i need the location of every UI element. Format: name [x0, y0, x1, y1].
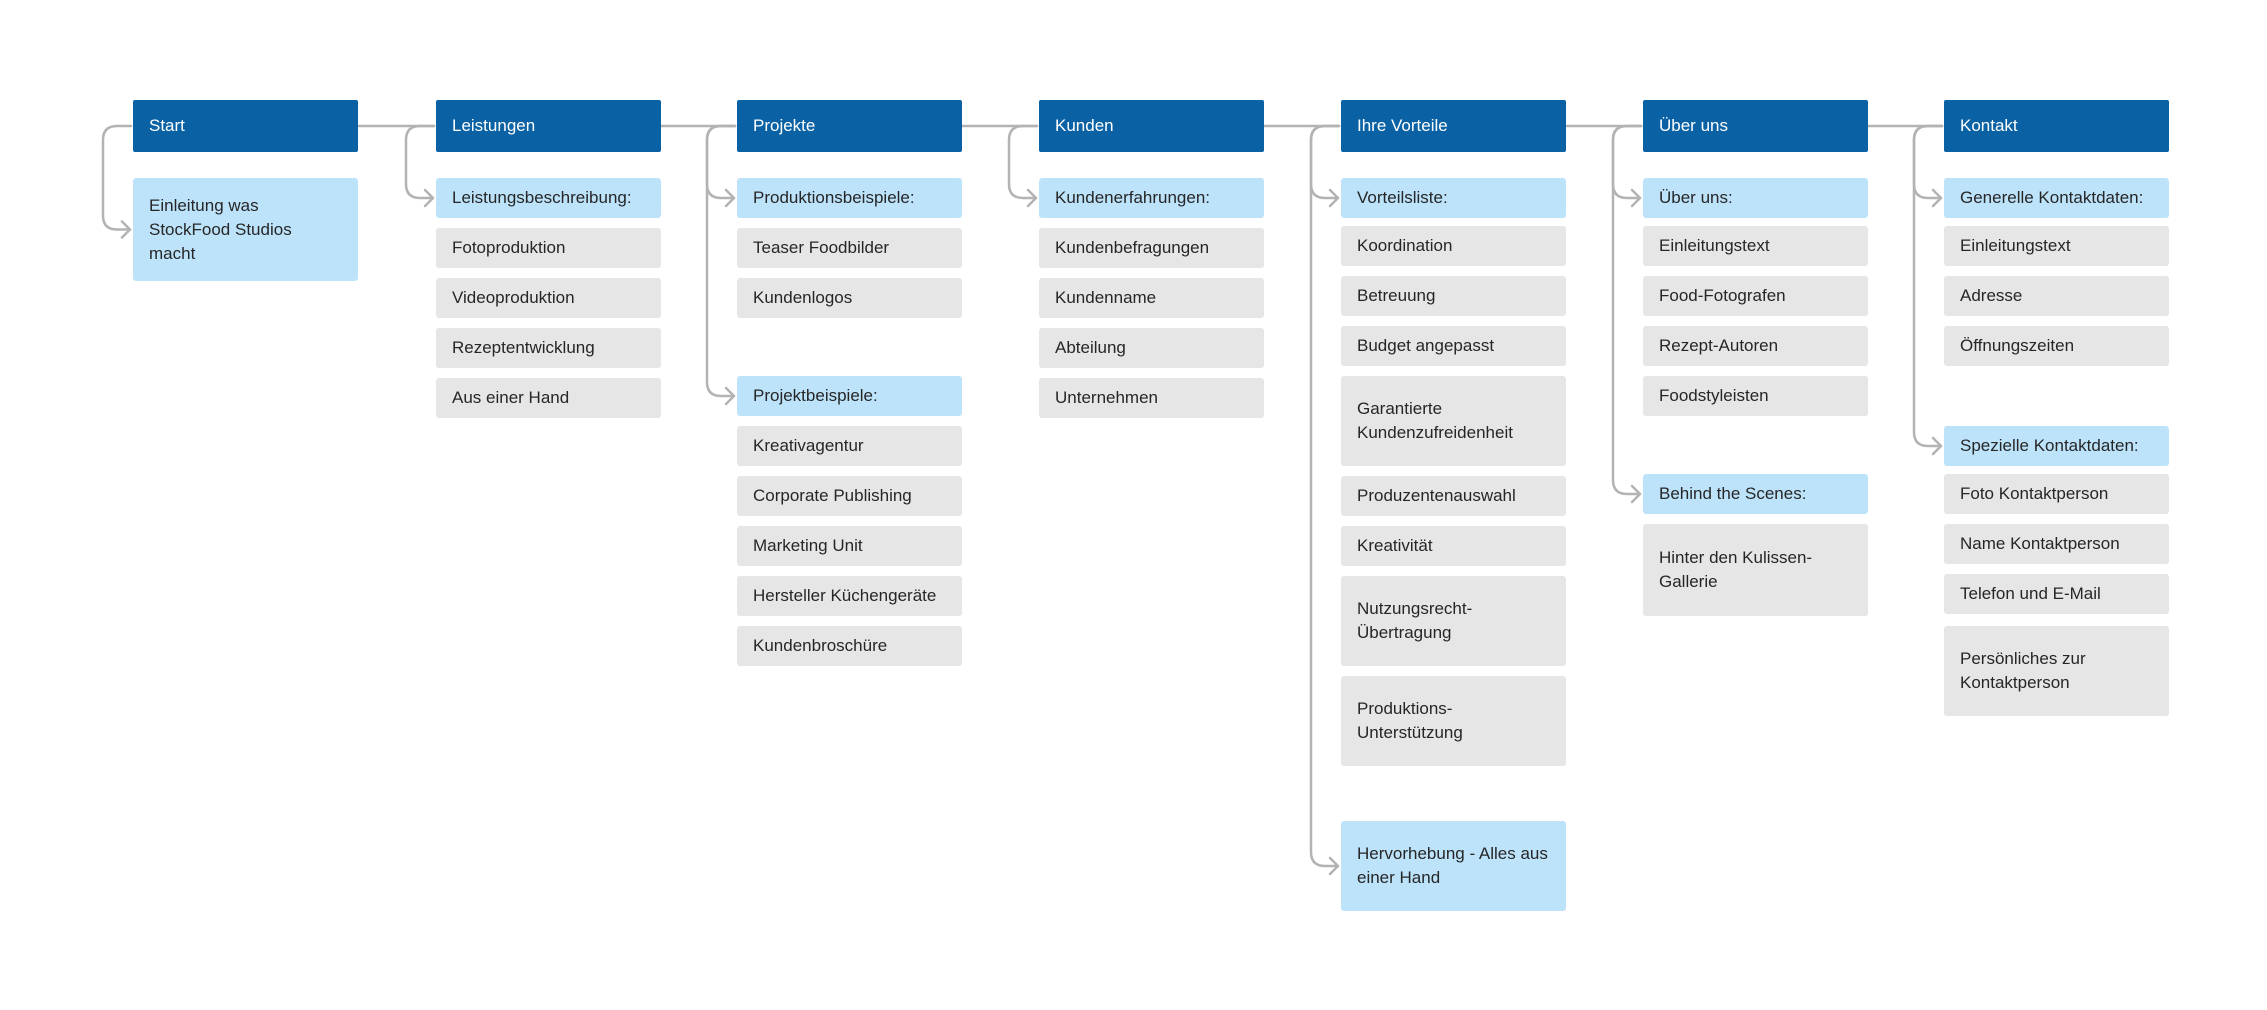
section-spezielle-kontaktdaten: Spezielle Kontaktdaten: — [1944, 426, 2169, 466]
branch-connector — [1912, 124, 1944, 200]
branch-connector — [1007, 124, 1039, 200]
item-einleitungstext: Einleitungstext — [1643, 226, 1868, 266]
item-videoproduktion: Videoproduktion — [436, 278, 661, 318]
item-einleitungstext: Einleitungstext — [1944, 226, 2169, 266]
arrowhead-icon — [120, 220, 132, 239]
item-betreuung: Betreuung — [1341, 276, 1566, 316]
item-foto-kontaktperson: Foto Kontaktperson — [1944, 474, 2169, 514]
section-einleitung-was-stockfood-studios-macht: Einleitung was StockFood Studios macht — [133, 178, 358, 281]
branch-connector — [705, 124, 737, 200]
item-garantierte-kundenzufreidenheit: Garantierte Kundenzufreidenheit — [1341, 376, 1566, 466]
branch-connector — [1611, 124, 1643, 496]
section-leistungsbeschreibung: Leistungsbeschreibung: — [436, 178, 661, 218]
item-teaser-foodbilder: Teaser Foodbilder — [737, 228, 962, 268]
item-produzentenauswahl: Produzentenauswahl — [1341, 476, 1566, 516]
item-produktions-unterstuetzung: Produktions-Unterstützung — [1341, 676, 1566, 766]
item-name-kontaktperson: Name Kontaktperson — [1944, 524, 2169, 564]
item-rezept-autoren: Rezept-Autoren — [1643, 326, 1868, 366]
item-food-fotografen: Food-Fotografen — [1643, 276, 1868, 316]
section-vorteilsliste: Vorteilsliste: — [1341, 178, 1566, 218]
branch-connector — [1912, 124, 1944, 448]
branch-connector — [1611, 124, 1643, 200]
item-rezeptentwicklung: Rezeptentwicklung — [436, 328, 661, 368]
item-kundenbefragungen: Kundenbefragungen — [1039, 228, 1264, 268]
item-adresse: Adresse — [1944, 276, 2169, 316]
branch-connector — [705, 124, 737, 398]
arrowhead-icon — [724, 386, 736, 406]
nav-item-start[interactable]: Start — [133, 100, 358, 152]
item-kundenbroschuere: Kundenbroschüre — [737, 626, 962, 666]
section-behind-the-scenes: Behind the Scenes: — [1643, 474, 1868, 514]
item-hinter-den-kulissen-gallerie: Hinter den Kulissen-Gallerie — [1643, 524, 1868, 616]
item-persoenliches-zur-kontaktperson: Persönliches zur Kontaktperson — [1944, 626, 2169, 716]
arrowhead-icon — [1931, 436, 1943, 456]
arrowhead-icon — [423, 188, 435, 208]
arrowhead-icon — [1630, 188, 1642, 208]
arrowhead-icon — [724, 188, 736, 208]
nav-item-leistungen[interactable]: Leistungen — [436, 100, 661, 152]
nav-item-ueber-uns[interactable]: Über uns — [1643, 100, 1868, 152]
item-marketing-unit: Marketing Unit — [737, 526, 962, 566]
arrowhead-icon — [1630, 484, 1642, 504]
item-budget-angepasst: Budget angepasst — [1341, 326, 1566, 366]
section-hervorhebung-alles-aus-einer-hand: Hervorhebung - Alles aus einer Hand — [1341, 821, 1566, 911]
item-kundenname: Kundenname — [1039, 278, 1264, 318]
branch-connector — [101, 124, 133, 231]
branch-connector — [1309, 124, 1341, 200]
nav-item-kontakt[interactable]: Kontakt — [1944, 100, 2169, 152]
item-corporate-publishing: Corporate Publishing — [737, 476, 962, 516]
arrowhead-icon — [1931, 188, 1943, 208]
section-kundenerfahrungen: Kundenerfahrungen: — [1039, 178, 1264, 218]
item-foodstyleisten: Foodstyleisten — [1643, 376, 1868, 416]
arrowhead-icon — [1328, 188, 1340, 208]
item-nutzungsrecht-uebertragung: Nutzungsrecht-Übertragung — [1341, 576, 1566, 666]
item-unternehmen: Unternehmen — [1039, 378, 1264, 418]
arrowhead-icon — [1026, 188, 1038, 208]
section-produktionsbeispiele: Produktionsbeispiele: — [737, 178, 962, 218]
branch-connector — [404, 124, 436, 200]
section-ueber-uns: Über uns: — [1643, 178, 1868, 218]
item-koordination: Koordination — [1341, 226, 1566, 266]
arrowhead-icon — [1328, 856, 1340, 876]
item-telefon-und-e-mail: Telefon und E-Mail — [1944, 574, 2169, 614]
item-abteilung: Abteilung — [1039, 328, 1264, 368]
item-fotoproduktion: Fotoproduktion — [436, 228, 661, 268]
section-generelle-kontaktdaten: Generelle Kontaktdaten: — [1944, 178, 2169, 218]
nav-item-projekte[interactable]: Projekte — [737, 100, 962, 152]
nav-item-ihre-vorteile[interactable]: Ihre Vorteile — [1341, 100, 1566, 152]
item-aus-einer-hand: Aus einer Hand — [436, 378, 661, 418]
branch-connector — [1309, 124, 1341, 868]
item-hersteller-kuechengeraete: Hersteller Küchengeräte — [737, 576, 962, 616]
item-kreativitaet: Kreativität — [1341, 526, 1566, 566]
section-projektbeispiele: Projektbeispiele: — [737, 376, 962, 416]
item-kreativagentur: Kreativagentur — [737, 426, 962, 466]
item-oeffnungszeiten: Öffnungszeiten — [1944, 326, 2169, 366]
nav-item-kunden[interactable]: Kunden — [1039, 100, 1264, 152]
item-kundenlogos: Kundenlogos — [737, 278, 962, 318]
